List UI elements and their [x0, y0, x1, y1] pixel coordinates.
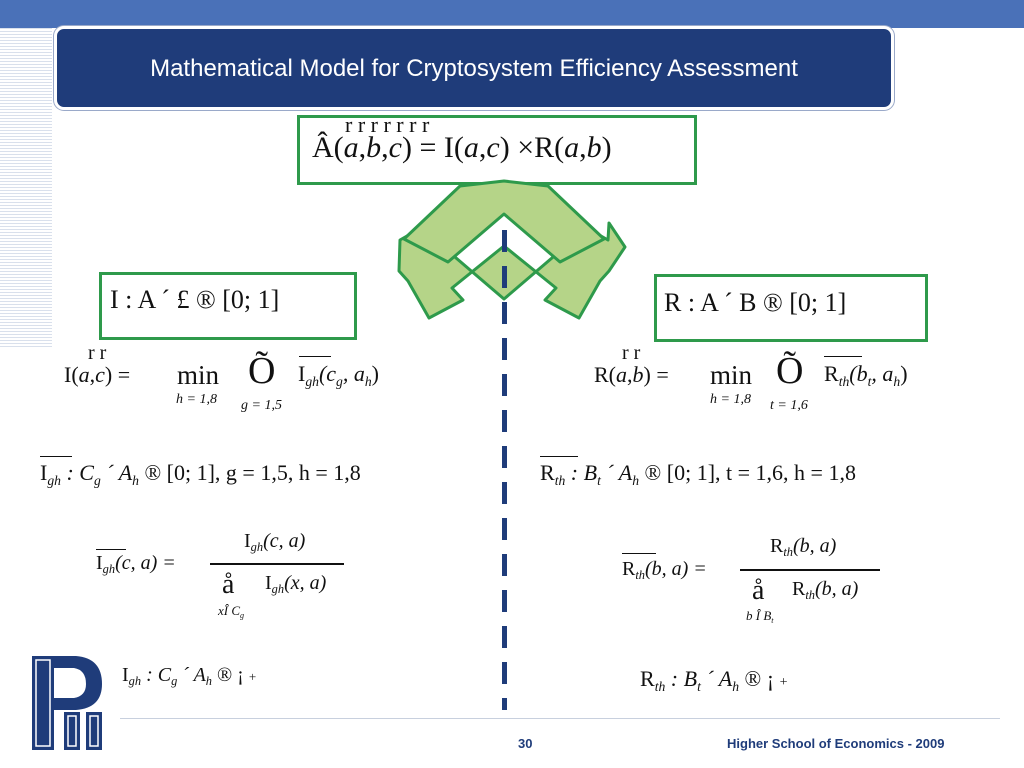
page-number: 30	[518, 736, 533, 751]
right-norm-overline	[622, 553, 656, 554]
top-formula-vector-marks: r r r r r r r	[345, 112, 430, 137]
right-normalized-lhs: Rth(b, a) =	[622, 558, 707, 583]
top-formula: Â(a,b,c) = I(a,c) ×R(a,b)	[312, 131, 612, 164]
left-product-subscript: g = 1,5	[241, 398, 282, 413]
split-arrow-top-icon	[402, 179, 606, 264]
left-norm-overline	[96, 549, 126, 550]
left-final-mapping: Igh : Cg ´ Ah ® ¡ +	[122, 664, 257, 689]
center-dashed-divider	[502, 230, 507, 710]
right-min: min	[710, 360, 753, 390]
left-definition: I : A ´ £ ® [0; 1]	[110, 285, 280, 314]
top-band	[0, 0, 1024, 28]
right-sum-subscript: b Î Bt	[746, 608, 774, 625]
left-min-subscript: h = 1,8	[176, 392, 217, 407]
left-product-symbol: Õ	[248, 350, 276, 392]
footer-institution: Higher School of Economics - 2009	[727, 736, 945, 751]
right-normalized-denominator: Rth(b, a)	[792, 578, 859, 603]
right-fraction-line	[740, 569, 880, 571]
right-final-mapping: Rth : Bt ´ Ah ® ¡ +	[640, 666, 788, 694]
right-domain-overline	[540, 456, 578, 457]
left-product-term: Igh(cg, ah)	[298, 361, 379, 389]
left-sum-subscript: xÎ Cg	[218, 603, 245, 620]
right-product-symbol: Õ	[776, 350, 804, 392]
left-normalized-lhs: Igh(c, a) =	[96, 552, 176, 577]
right-term-overline	[824, 356, 862, 357]
right-domain-formula: Rth : Bt ´ Ah ® [0; 1], t = 1,6, h = 1,8	[540, 460, 856, 488]
left-term-overline	[299, 356, 331, 357]
left-domain-formula: Igh : Cg ´ Ah ® [0; 1], g = 1,5, h = 1,8	[40, 460, 361, 488]
left-min: min	[177, 360, 220, 390]
right-product-subscript: t = 1,6	[770, 398, 808, 413]
right-normalized-numerator: Rth(b, a)	[770, 535, 837, 560]
top-formula-box	[297, 115, 697, 185]
left-stripes-decoration	[0, 28, 52, 348]
left-normalized-denominator: Igh(x, a)	[265, 572, 327, 597]
right-equation: R(a,b) =	[594, 362, 669, 387]
left-fraction-line	[210, 563, 344, 565]
right-eq-vector-marks: r r	[622, 342, 641, 364]
left-domain-overline	[40, 456, 72, 457]
left-definition-box	[99, 272, 357, 340]
left-sum-symbol: å	[222, 569, 235, 600]
slide-title-box: Mathematical Model for Cryptosystem Effi…	[54, 26, 894, 110]
left-eq-vector-marks: r r	[88, 342, 107, 364]
right-definition-box	[654, 274, 928, 342]
slide-title: Mathematical Model for Cryptosystem Effi…	[150, 54, 798, 82]
left-normalized-numerator: Igh(c, a)	[244, 530, 306, 555]
hse-logo-icon	[32, 656, 102, 750]
left-equation: I(a,c) =	[64, 362, 131, 387]
right-product-term: Rth(bt, ah)	[824, 361, 908, 389]
right-min-subscript: h = 1,8	[710, 392, 751, 407]
footer-divider	[120, 718, 1000, 719]
right-definition: R : A ´ B ® [0; 1]	[664, 288, 847, 317]
right-sum-symbol: å	[752, 575, 765, 606]
